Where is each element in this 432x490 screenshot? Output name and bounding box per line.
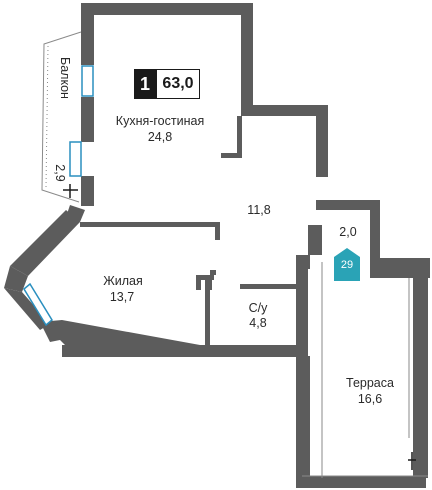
floor-number: 29 (340, 259, 354, 271)
bathroom-area: 4,8 (249, 316, 267, 330)
windows (23, 65, 94, 327)
terrace-area: 16,6 (357, 392, 383, 406)
door-markers (63, 184, 416, 470)
bedroom-name: Жилая (103, 274, 143, 288)
balcony-outline (41, 31, 82, 203)
window-kitchen (81, 65, 94, 97)
floor-badge-shape (334, 248, 360, 281)
balcony-area: 2,9 (53, 164, 67, 182)
corridor-area: 2,0 (339, 225, 357, 239)
kitchen-living-name: Кухня-гостиная (115, 114, 205, 128)
total-area-badge: 63,0 (156, 69, 200, 99)
terrace-name: Терраса (346, 376, 394, 390)
walls (4, 3, 430, 488)
hall-area: 11,8 (247, 203, 271, 217)
floor-badge: 29 (334, 247, 360, 281)
kitchen-living-area: 24,8 (147, 130, 173, 144)
terrace-rails (302, 262, 428, 478)
balcony-label: Балкон (58, 57, 72, 99)
bathroom-name: С/у (248, 301, 268, 315)
window-balcony (69, 141, 82, 177)
rooms-count-badge: 1 (134, 69, 156, 99)
window-bedroom (23, 282, 53, 327)
bedroom-area: 13,7 (109, 290, 135, 304)
